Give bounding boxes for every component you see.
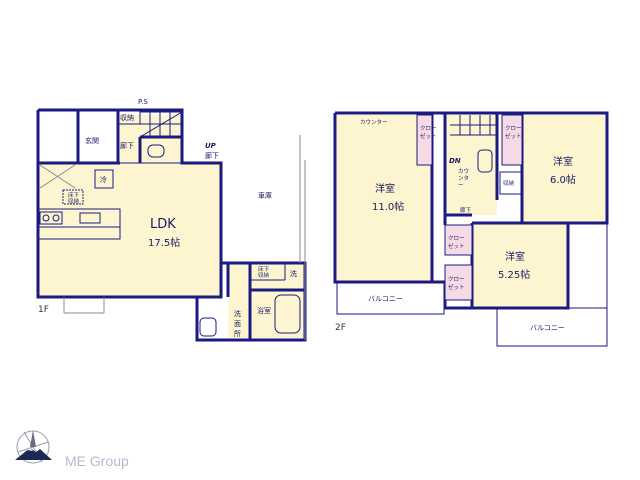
room-6-size: 6.0帖 <box>550 173 576 186</box>
floor-1f: P.S 収納 玄関 廊下 UP 廊下 冷 床下 収納 LDK 17.5帖 車庫 … <box>36 98 307 342</box>
toilet-2f <box>477 149 493 173</box>
stairs-2f <box>450 115 497 136</box>
fridge-space <box>94 169 114 189</box>
closet4-label-1: クロー <box>448 276 465 283</box>
counter2-label-3: ー <box>458 183 464 189</box>
room-6-floor <box>522 115 606 223</box>
closet4-label-2: ゼット <box>448 283 465 291</box>
hallway-label-2f: 廊下 <box>460 206 472 214</box>
counter2-label-1: カウ <box>458 167 469 175</box>
stove <box>39 211 63 225</box>
closet3-label-1: クロー <box>448 235 465 242</box>
fridge-label: 冷 <box>100 175 107 184</box>
toilet-1f <box>147 144 165 158</box>
washer-label: 洗 <box>290 269 297 278</box>
room-11-label: 洋室 <box>375 182 395 195</box>
bathroom-label: 浴室 <box>257 306 271 315</box>
floor-storage-label-2: 収納 <box>68 197 80 205</box>
storage-box-1f <box>117 109 141 125</box>
room-11-floor <box>337 115 432 282</box>
closet-1 <box>416 114 433 166</box>
closet2-label-1: クロー <box>505 125 522 132</box>
storage-label-1f: 収納 <box>120 113 134 122</box>
up-label: UP <box>205 142 217 150</box>
closet1-label-2: ゼット <box>420 132 437 140</box>
storage-2f <box>499 171 523 195</box>
hallway-floor <box>120 115 182 163</box>
counter-label-1: カウンター <box>360 118 388 126</box>
storage-label-2f: 収納 <box>503 179 515 187</box>
hallway-label-1f: 廊下 <box>120 141 134 150</box>
garage-label: 車庫 <box>258 191 272 200</box>
balcony-left-label: バルコニー <box>368 295 403 303</box>
logo-text: ME Group <box>65 453 129 469</box>
hall-2f-floor <box>445 115 497 215</box>
genkan-label: 玄関 <box>85 136 99 145</box>
washroom-label-2: 面 <box>234 320 241 328</box>
bath-storage-label-2: 収納 <box>258 271 270 279</box>
closet-4 <box>444 264 473 301</box>
room-525-floor <box>472 223 568 308</box>
ps-label: P.S <box>138 98 148 106</box>
burner-2 <box>52 214 60 222</box>
kitchen-cabinet <box>37 226 121 240</box>
balcony-right-label: バルコニー <box>530 324 565 332</box>
closet-2 <box>501 114 523 166</box>
ldk-label: LDK <box>150 217 176 232</box>
room-11-size: 11.0帖 <box>372 200 404 213</box>
burner-1 <box>42 214 50 222</box>
room-6-label: 洋室 <box>553 155 573 168</box>
room-525-label: 洋室 <box>505 250 525 263</box>
stairs-1f <box>139 111 183 138</box>
floor-2f: カウンター クロー ゼット クロー ゼット 洋室 11.0帖 DN カウ ンタ … <box>333 111 609 347</box>
floor-storage-hatch <box>62 189 84 205</box>
bathtub <box>274 294 301 334</box>
down-label: DN <box>449 157 461 165</box>
bath-area-floor <box>228 263 304 338</box>
kitchen-floor <box>38 163 120 189</box>
kitchen-diagonal-2 <box>39 164 76 189</box>
closet3-label-2: ゼット <box>448 242 465 250</box>
kitchen-sink <box>79 212 101 224</box>
washroom-label-3: 所 <box>234 329 241 338</box>
floor-2f-label: 2F <box>335 323 346 333</box>
bath-storage-label-1: 床下 <box>258 265 270 273</box>
washbasin <box>199 317 217 337</box>
ldk-size: 17.5帖 <box>148 236 180 249</box>
floor-1f-label: 1F <box>38 305 49 315</box>
room-525-size: 5.25帖 <box>498 268 530 281</box>
closet2-label-2: ゼット <box>505 132 522 140</box>
genkan-floor <box>78 110 118 163</box>
mount-fuji-icon <box>15 448 52 460</box>
counter2-label-2: ンタ <box>458 174 469 182</box>
hallway-label-1f-b: 廊下 <box>205 151 219 160</box>
wall-1f-main <box>36 108 223 299</box>
closet-3 <box>444 224 473 256</box>
wall-2f-main <box>333 111 609 310</box>
floor-storage-label-1: 床下 <box>68 191 80 199</box>
closet1-label-1: クロー <box>420 125 437 132</box>
washroom-label-1: 洗 <box>234 309 241 318</box>
